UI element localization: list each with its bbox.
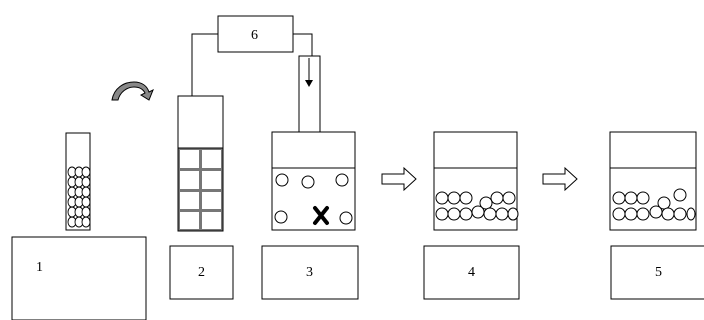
- container-5: [609, 131, 697, 231]
- container-4-cells: [435, 191, 519, 221]
- box-1: 1: [11, 236, 147, 320]
- container-2-grid-cells: [180, 150, 221, 229]
- container-5-cells: [612, 188, 696, 221]
- hollow-right-arrow-icon: [542, 166, 578, 192]
- box-5-label: 5: [655, 265, 662, 280]
- hollow-right-arrow-icon: [381, 166, 417, 192]
- curved-arrow-icon: [111, 81, 154, 101]
- box-4-label: 4: [468, 265, 475, 280]
- box-6: 6: [217, 15, 294, 53]
- tube-1: [65, 132, 91, 231]
- container-4: [433, 131, 519, 231]
- x-mark-icon: [313, 206, 329, 225]
- box-2-label: 2: [198, 265, 205, 280]
- box-3: 3: [261, 245, 359, 300]
- connector-lines: [191, 33, 313, 96]
- container-3: [271, 131, 356, 231]
- box-5: 5: [610, 245, 704, 300]
- tube-1-cells: [67, 166, 91, 228]
- box-6-label: 6: [251, 28, 258, 43]
- box-4: 4: [423, 245, 520, 300]
- box-1-label: 1: [36, 260, 43, 275]
- container-2: [177, 95, 224, 232]
- container-3-cells: [274, 173, 353, 225]
- box-2: 2: [169, 245, 234, 300]
- box-3-label: 3: [306, 265, 313, 280]
